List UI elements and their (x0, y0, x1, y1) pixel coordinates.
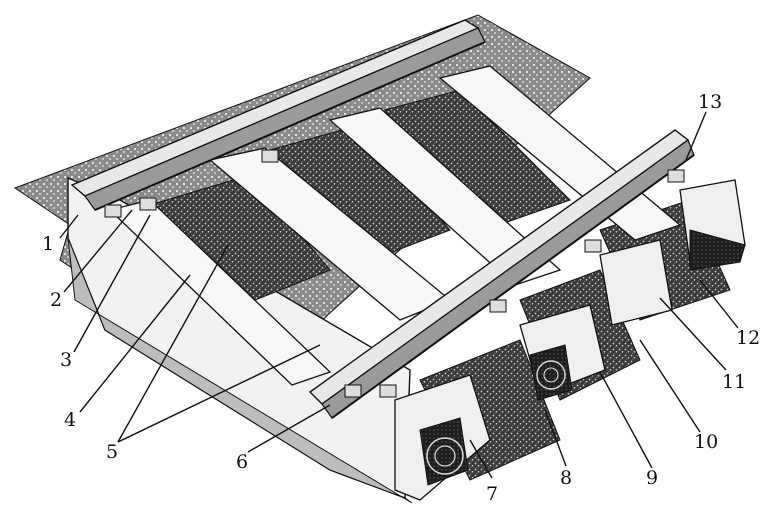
callout-10: 10 (694, 431, 718, 453)
right-rail (308, 129, 695, 419)
callout-6: 6 (236, 451, 248, 473)
callout-11: 11 (722, 371, 746, 393)
callout-2: 2 (50, 289, 62, 311)
rail-fastenings (104, 149, 685, 398)
callout-12: 12 (736, 327, 760, 349)
callout-8: 8 (560, 467, 572, 489)
callout-9: 9 (646, 467, 658, 489)
leader-lines (59, 111, 739, 479)
callout-5: 5 (106, 441, 118, 463)
support-blocks (394, 179, 746, 501)
callout-7: 7 (486, 483, 498, 505)
elastic-pads (426, 360, 566, 475)
callout-labels: 1 2 3 4 5 6 7 8 9 10 11 12 13 (42, 91, 760, 505)
sleepers (108, 65, 682, 386)
callout-13: 13 (698, 91, 722, 113)
callout-4: 4 (64, 409, 76, 431)
left-rail (70, 19, 486, 211)
callout-1: 1 (42, 233, 54, 255)
callout-3: 3 (60, 349, 72, 371)
